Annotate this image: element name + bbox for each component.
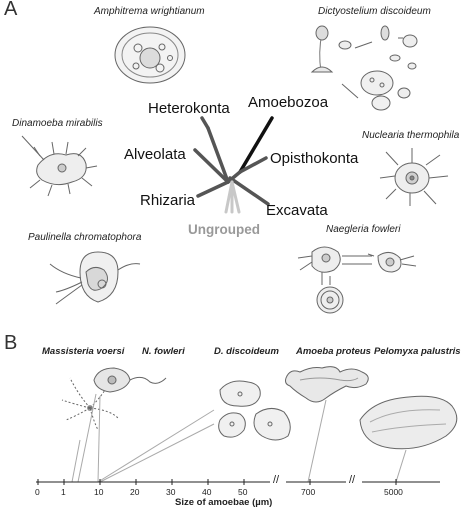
panel-a-label: A bbox=[4, 0, 18, 20]
dinamoeba-sketch bbox=[21, 135, 98, 197]
tick-label: 1 bbox=[61, 487, 66, 497]
branch-opisthokonta bbox=[238, 156, 268, 174]
label-dictyostelium: Dictyostelium discoideum bbox=[318, 6, 431, 17]
tick-label: 40 bbox=[202, 487, 212, 497]
tick-label: 0 bbox=[35, 487, 40, 497]
naegleria-sketch bbox=[297, 246, 417, 314]
branch-excavata bbox=[228, 176, 270, 206]
pelomyxa-sketch bbox=[359, 395, 458, 450]
clade-alveolata: Alveolata bbox=[124, 146, 186, 163]
clade-excavata: Excavata bbox=[266, 202, 328, 219]
tick-label: 20 bbox=[130, 487, 140, 497]
branch-amoebozoa bbox=[238, 116, 274, 174]
label-nuclearia: Nuclearia thermophila bbox=[362, 130, 460, 141]
axis-title: Size of amoebae (µm) bbox=[175, 497, 273, 508]
branch-rhizaria bbox=[196, 180, 230, 198]
clade-opisthokonta: Opisthokonta bbox=[270, 150, 359, 167]
d-discoideum-sketch bbox=[218, 380, 291, 441]
clade-heterokonta: Heterokonta bbox=[148, 100, 230, 117]
clade-amoebozoa: Amoebozoa bbox=[248, 94, 329, 111]
axis-break: // bbox=[349, 474, 356, 486]
label-amphitrema: Amphitrema wrightianum bbox=[94, 6, 205, 17]
nuclearia-sketch bbox=[379, 148, 449, 206]
amoeba-proteus-sketch bbox=[285, 366, 369, 403]
paulinella-sketch bbox=[49, 251, 141, 305]
n-fowleri-sketch bbox=[93, 367, 167, 393]
branch-heterokonta bbox=[206, 126, 230, 184]
label-pelomyxa: Pelomyxa palustris bbox=[374, 346, 461, 357]
phylogenetic-tree bbox=[193, 116, 274, 214]
label-dinamoeba: Dinamoeba mirabilis bbox=[12, 118, 103, 129]
panel-b-label: B bbox=[4, 332, 18, 354]
label-amoeba-proteus: Amoeba proteus bbox=[296, 346, 371, 357]
label-n-fowleri: N. fowleri bbox=[142, 346, 185, 357]
axis-break: // bbox=[273, 474, 280, 486]
tick-label: 700 bbox=[301, 487, 316, 497]
branch-ungrouped-3 bbox=[230, 180, 241, 214]
label-naegleria: Naegleria fowleri bbox=[326, 224, 401, 235]
tick-label: 5000 bbox=[384, 487, 403, 497]
tick-label: 10 bbox=[94, 487, 104, 497]
size-axis bbox=[36, 479, 440, 485]
clade-ungrouped: Ungrouped bbox=[188, 222, 260, 237]
label-paulinella: Paulinella chromatophora bbox=[28, 232, 142, 243]
tick-label: 30 bbox=[166, 487, 176, 497]
dictyostelium-sketch bbox=[310, 25, 418, 111]
clade-rhizaria: Rhizaria bbox=[140, 192, 196, 209]
amphitrema-sketch bbox=[114, 26, 186, 84]
label-d-discoideum: D. discoideum bbox=[214, 346, 279, 357]
label-massisteria: Massisteria voersi bbox=[42, 346, 125, 357]
branch-alveolata bbox=[193, 148, 230, 184]
tick-label: 50 bbox=[238, 487, 248, 497]
